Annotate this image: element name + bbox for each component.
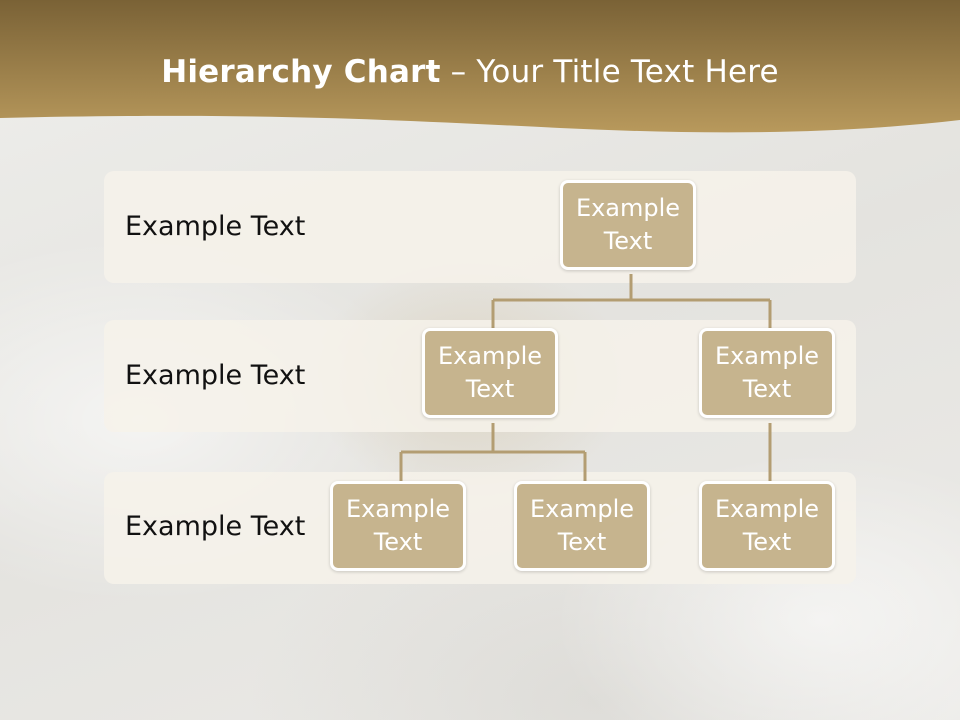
row-label-2: Example Text [125, 360, 306, 391]
header-banner [0, 0, 960, 133]
node-root-label: Example Text [575, 194, 681, 255]
node-level2-right: Example Text [699, 328, 835, 418]
node-level2-right-label: Example Text [714, 342, 820, 403]
slide-title-bold: Hierarchy Chart [161, 54, 441, 90]
node-level3-3: Example Text [699, 481, 835, 571]
node-level2-left-label: Example Text [437, 342, 543, 403]
node-root: Example Text [560, 180, 696, 270]
row-label-1: Example Text [125, 211, 306, 242]
row-label-3: Example Text [125, 511, 306, 542]
row-band-1 [104, 171, 856, 283]
node-level3-2-label: Example Text [529, 495, 635, 556]
node-level3-3-label: Example Text [714, 495, 820, 556]
slide-title-rest: – Your Title Text Here [440, 54, 779, 90]
node-level3-1-label: Example Text [345, 495, 451, 556]
node-level3-2: Example Text [514, 481, 650, 571]
slide-title: Hierarchy Chart – Your Title Text Here [0, 54, 940, 90]
node-level2-left: Example Text [422, 328, 558, 418]
node-level3-1: Example Text [330, 481, 466, 571]
